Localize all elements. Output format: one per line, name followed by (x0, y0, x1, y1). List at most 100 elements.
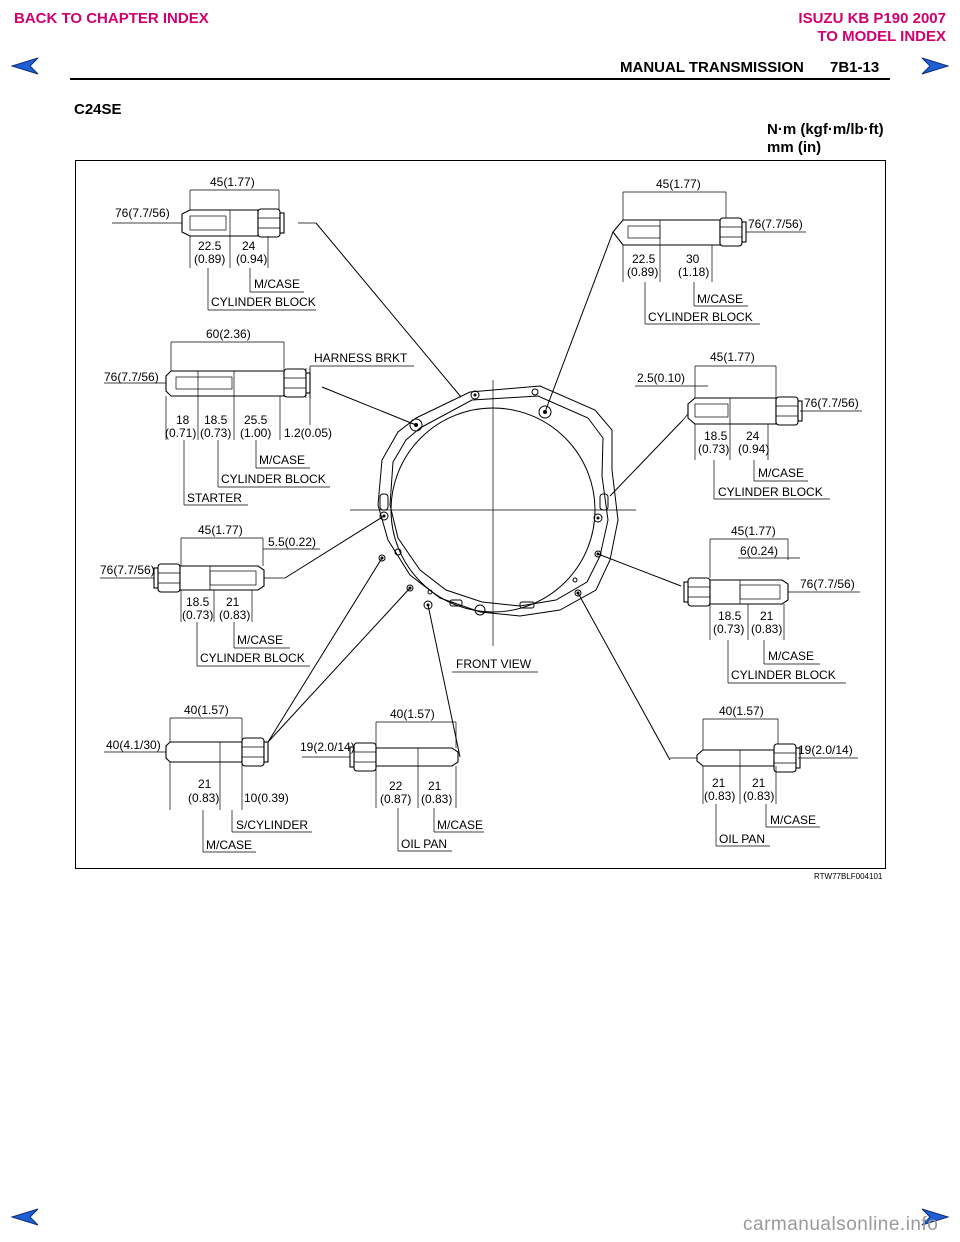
bolt-1-torque: 76(7.7/56) (115, 206, 170, 220)
bolt-9: 40(1.57) 19(2.0/14) 21 (0.83) 21 (0.83) … (670, 704, 858, 847)
bolt-9-oilpan: OIL PAN (719, 832, 765, 846)
bolt-diagram-frame (75, 160, 886, 869)
bolt-8-torque: 76(7.7/56) (800, 577, 855, 591)
bolt-9-dim-1-in: (0.83) (704, 789, 735, 803)
front-view-label: FRONT VIEW (456, 657, 532, 671)
to-model-index-link[interactable]: TO MODEL INDEX (817, 28, 946, 45)
bolt-7-cylblock: CYLINDER BLOCK (718, 485, 823, 499)
bolt-3-dim-1: 18.5 (186, 595, 210, 609)
bolt-8-cylblock: CYLINDER BLOCK (731, 668, 836, 682)
bolt-3: 45(1.77) 5.5(0.22) 76(7.7/56) 18.5 (0.73… (100, 523, 320, 667)
bolt-5-dim-2: 21 (428, 779, 442, 793)
bolt-8-dim-2: 21 (760, 609, 774, 623)
bolt-1-dim-2-in: (0.94) (236, 252, 267, 266)
bolt-1-dim-2: 24 (242, 239, 256, 253)
bolt-3-torque: 76(7.7/56) (100, 563, 155, 577)
bolt-2: 60(2.36) HARNESS BRKT 76(7.7/56) 18 (0.7… (104, 327, 414, 506)
bolt-1: 45(1.77) 76(7.7/56) 22.5 (0.89) 24 (0.94… (112, 175, 316, 311)
bolt-6-length: 45(1.77) (656, 177, 701, 191)
bolt-7-dim-1-in: (0.73) (698, 442, 729, 456)
header-rule (70, 78, 890, 80)
bolt-4-torque: 40(4.1/30) (106, 738, 161, 752)
bolt-8-gap: 6(0.24) (740, 544, 778, 558)
bolt-5-dim-1: 22 (389, 779, 403, 793)
bolt-7-torque: 76(7.7/56) (804, 396, 859, 410)
bolt-8-dim-2-in: (0.83) (751, 622, 782, 636)
bolt-6-mcase: M/CASE (697, 292, 743, 306)
bolt-7-mcase: M/CASE (758, 466, 804, 480)
bolt-9-length: 40(1.57) (719, 704, 764, 718)
bolt-6-dim-1: 22.5 (632, 252, 656, 266)
bolt-2-dim-1-in: (0.71) (165, 426, 196, 440)
bolt-9-torque: 19(2.0/14) (798, 743, 853, 757)
bolt-8-length: 45(1.77) (731, 524, 776, 538)
bolt-5-dim-2-in: (0.83) (421, 792, 452, 806)
bolt-6-dim-2-in: (1.18) (678, 265, 709, 279)
bolt-4: 40(1.57) 40(4.1/30) 21 (0.83) 10(0.39) S… (104, 703, 312, 853)
bolt-6-dim-2: 30 (686, 252, 700, 266)
bolt-2-dim-3: 25.5 (244, 413, 268, 427)
left-arrow-icon[interactable] (10, 56, 40, 76)
leader-lines (267, 222, 684, 761)
bolt-2-cylblock: CYLINDER BLOCK (221, 472, 326, 486)
bolt-6-dim-1-in: (0.89) (627, 265, 658, 279)
model-title-link[interactable]: ISUZU KB P190 2007 (798, 10, 946, 27)
model-code: C24SE (74, 101, 122, 118)
bolt-4-length: 40(1.57) (184, 703, 229, 717)
harness-brkt-label: HARNESS BRKT (314, 351, 408, 365)
starter-label: STARTER (187, 491, 242, 505)
bolt-3-dim-2-in: (0.83) (219, 608, 250, 622)
bolt-8: 45(1.77) 6(0.24) 76(7.7/56) 18.5 (0.73) … (683, 524, 860, 684)
bolt-1-dim-1: 22.5 (198, 239, 222, 253)
bolt-4-dim-1: 21 (198, 777, 212, 791)
bolt-2-dim-2: 18.5 (204, 413, 228, 427)
bolt-2-torque: 76(7.7/56) (104, 370, 159, 384)
bolt-5-mcase: M/CASE (437, 818, 483, 832)
watermark: carmanualsonline.info (743, 1214, 939, 1235)
bolt-3-dim-2: 21 (226, 595, 240, 609)
back-to-chapter-link[interactable]: BACK TO CHAPTER INDEX (14, 10, 209, 27)
bellhousing-front-view (350, 380, 636, 646)
bolt-7-dim-2-in: (0.94) (738, 442, 769, 456)
bolt-3-gap: 5.5(0.22) (268, 535, 316, 549)
right-arrow-icon[interactable] (920, 56, 950, 76)
bolt-7: 45(1.77) 2.5(0.10) 76(7.7/56) 18.5 (0.73… (635, 350, 862, 500)
bolt-2-length: 60(2.36) (206, 327, 251, 341)
bolt-3-mcase: M/CASE (237, 633, 283, 647)
bolt-8-dim-1-in: (0.73) (713, 622, 744, 636)
bolt-6-cylblock: CYLINDER BLOCK (648, 310, 753, 324)
bolt-3-cylblock: CYLINDER BLOCK (200, 651, 305, 665)
bolt-7-dim-2: 24 (746, 429, 760, 443)
bolt-2-dim-1: 18 (176, 413, 190, 427)
bolt-4-dim-2: 10(0.39) (244, 791, 289, 805)
section-title: MANUAL TRANSMISSION (620, 59, 804, 76)
left-arrow-icon[interactable] (10, 1207, 40, 1227)
bolt-2-dim-2-in: (0.73) (200, 426, 231, 440)
right-arrow-icon[interactable] (920, 1207, 950, 1227)
figure-id: RTW77BLF004101 (814, 872, 883, 881)
bolt-5-dim-1-in: (0.87) (380, 792, 411, 806)
torque-unit-label: N·m (kgf·m/lb·ft) (767, 121, 884, 138)
bolt-1-mcase: M/CASE (254, 277, 300, 291)
bolt-4-dim-1-in: (0.83) (188, 791, 219, 805)
bolt-5-length: 40(1.57) (390, 707, 435, 721)
bolt-8-dim-1: 18.5 (718, 609, 742, 623)
bolt-9-dim-2: 21 (752, 776, 766, 790)
bolt-5: 40(1.57) 19(2.0/14) 22 (0.87) 21 (0.83) … (300, 707, 484, 852)
bolt-1-cylblock: CYLINDER BLOCK (211, 295, 316, 309)
bolt-9-dim-1: 21 (712, 776, 726, 790)
bolt-1-length: 45(1.77) (210, 175, 255, 189)
bolt-9-dim-2-in: (0.83) (743, 789, 774, 803)
bolt-6-torque: 76(7.7/56) (748, 217, 803, 231)
bolt-5-oilpan: OIL PAN (401, 837, 447, 851)
s-cylinder-label: S/CYLINDER (236, 818, 308, 832)
bolt-2-gap: 1.2(0.05) (284, 426, 332, 440)
bolt-3-dim-1-in: (0.73) (182, 608, 213, 622)
bolt-2-mcase: M/CASE (259, 453, 305, 467)
bolt-2-dim-3-in: (1.00) (240, 426, 271, 440)
bolt-3-length: 45(1.77) (198, 523, 243, 537)
bolt-8-mcase: M/CASE (768, 649, 814, 663)
bolt-4-mcase: M/CASE (206, 838, 252, 852)
bolt-7-gap: 2.5(0.10) (637, 371, 685, 385)
